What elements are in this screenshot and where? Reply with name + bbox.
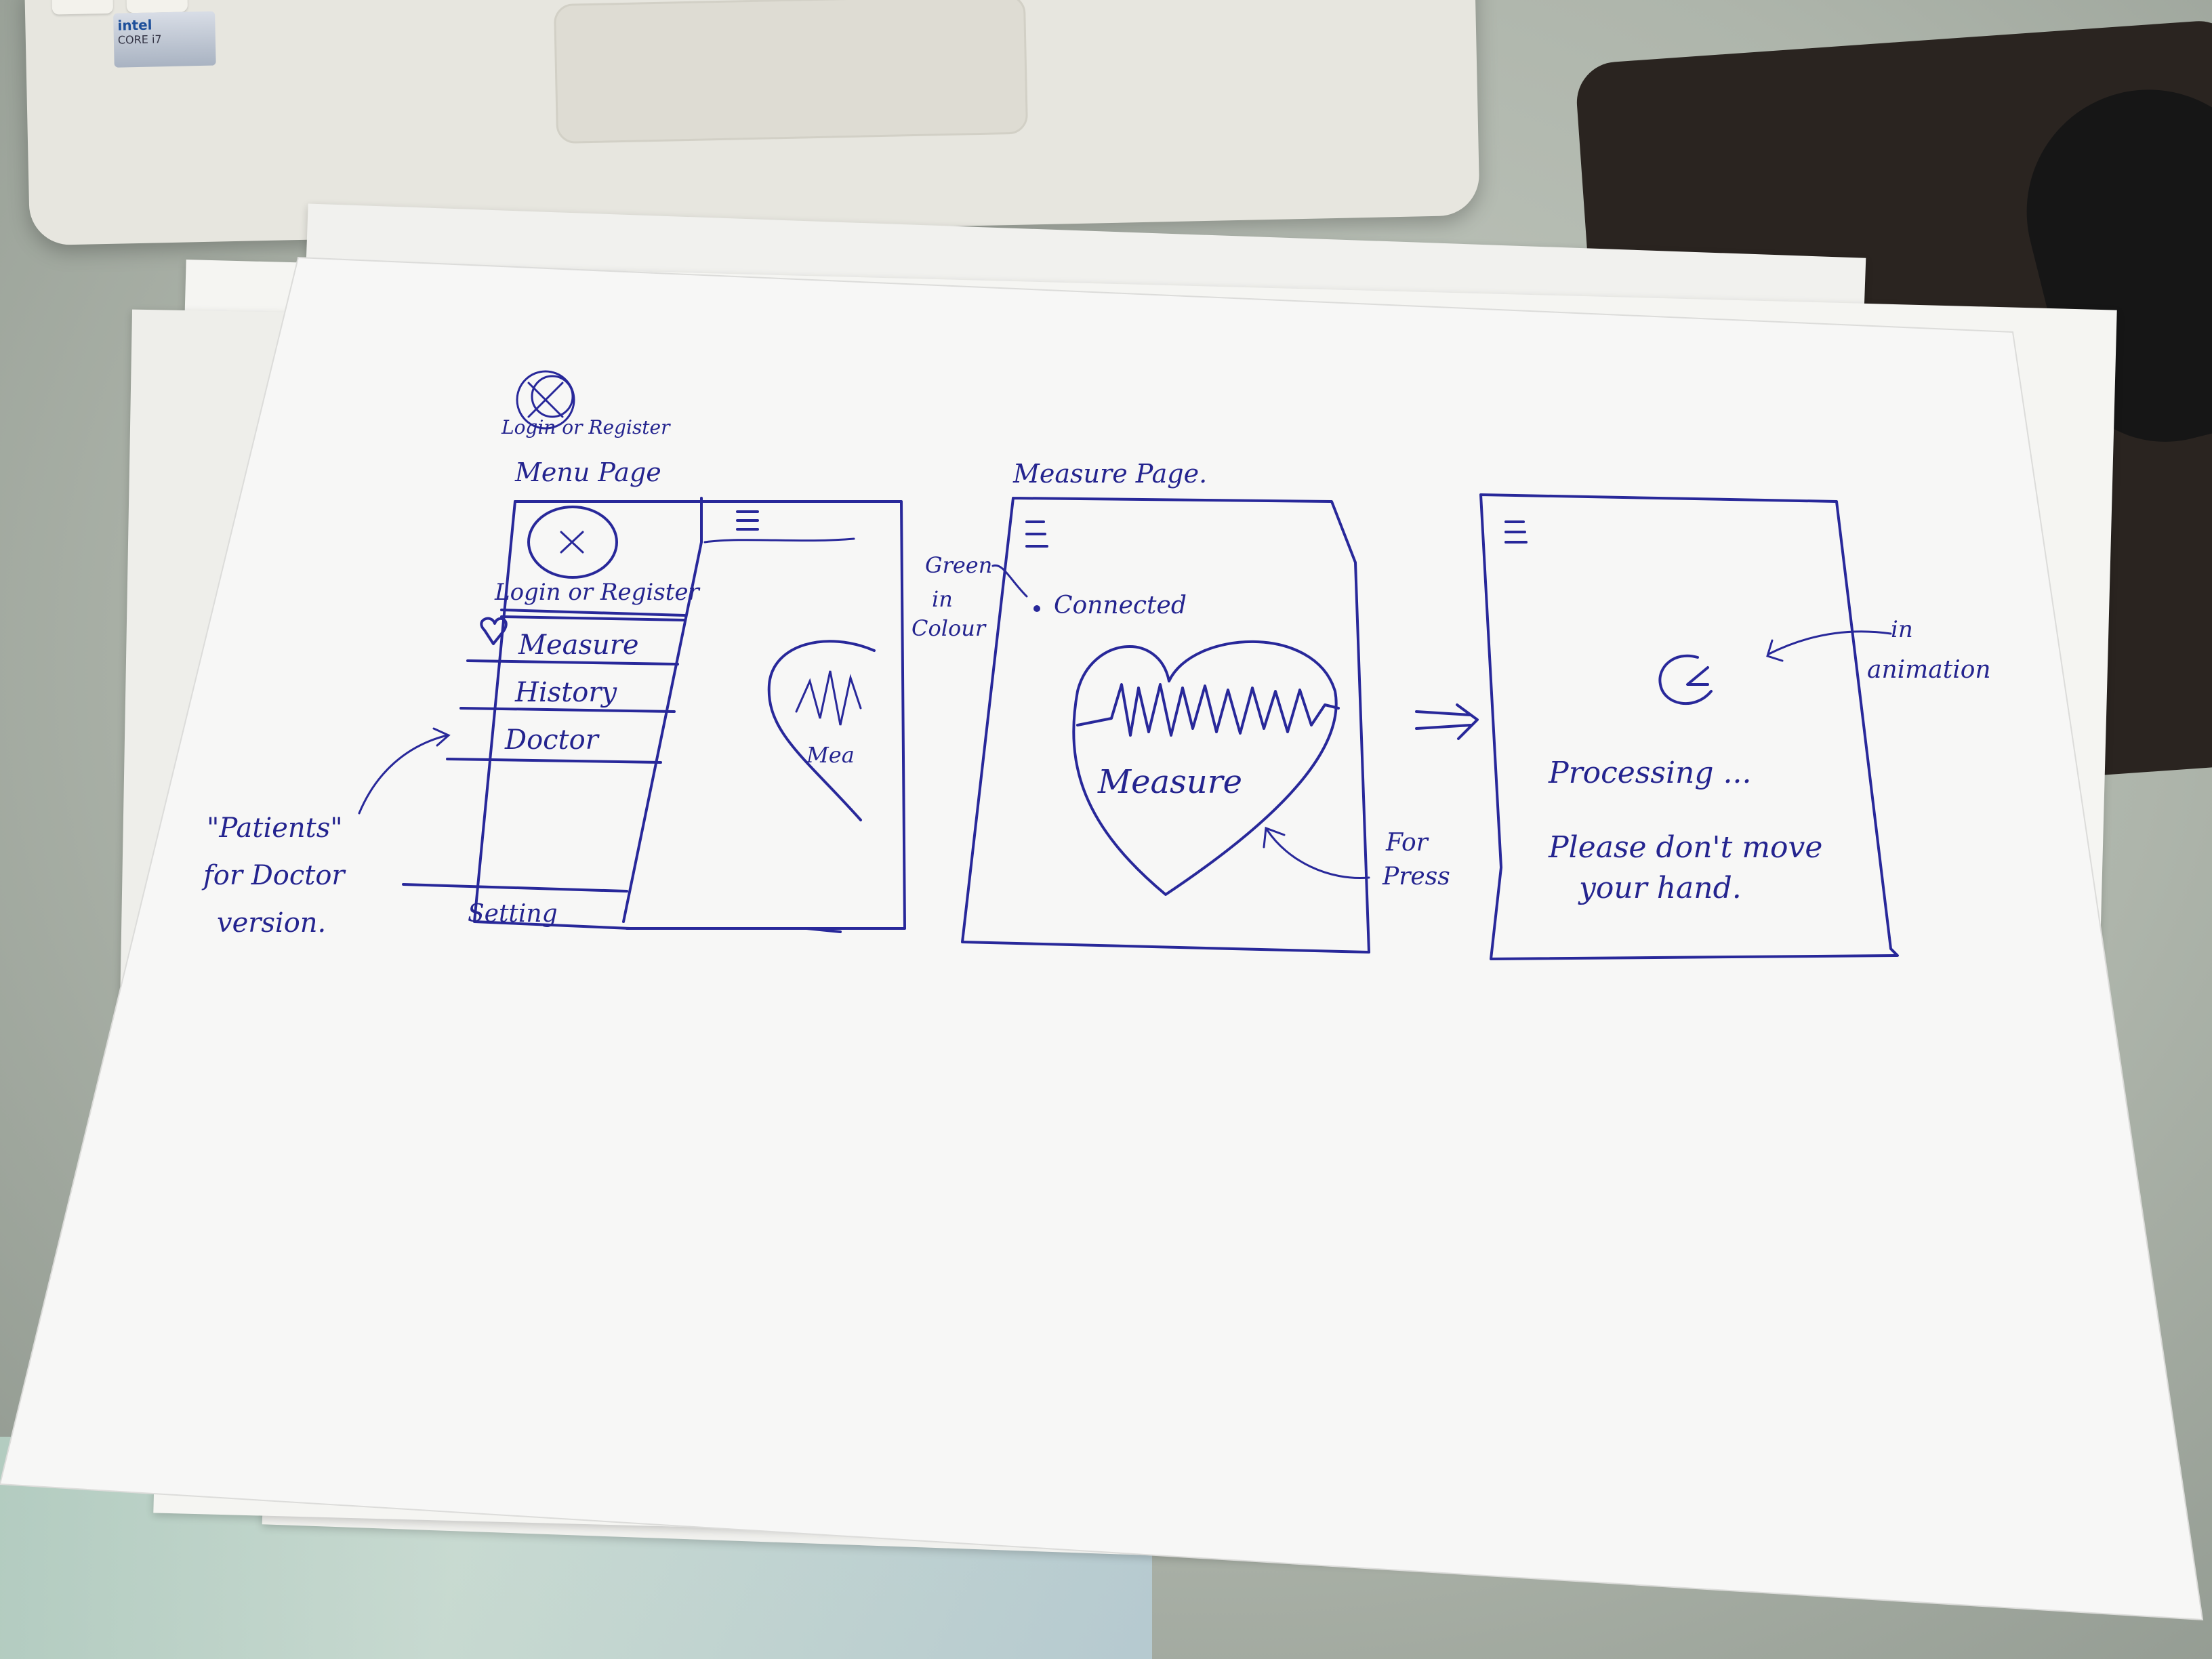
measure-page-sketch: Measure Page. Connected Measure [961,459,1370,954]
press-note-line2: Press [1382,863,1450,890]
measure-page-frame [961,497,1370,954]
preview-heartbeat [795,670,862,726]
annotation-arrow [358,734,449,815]
preview-measure-label: Mea [806,742,855,768]
preview-heart-outline [767,640,876,821]
green-note-line3: Colour [912,615,987,641]
menu-preview-frame [514,500,906,930]
processing-page-sketch: Processing ... Please don't move your ha… [1479,493,1899,960]
heartbeat-wave [1076,683,1340,737]
green-note-line2: in [932,586,953,612]
processing-message-line2: your hand. [1578,871,1742,905]
menu-page-title: Menu Page [514,457,661,487]
processing-status: Processing ... [1548,756,1752,790]
hamburger-icon[interactable] [736,510,759,531]
scribbled-avatar: Login or Register [501,370,671,438]
measure-button-label[interactable]: Measure [1097,763,1242,801]
green-note-line1: Green [925,552,992,578]
patients-note-line2: for Doctor [201,860,346,891]
drawer-edge [622,497,703,923]
press-annotation: For Press [1263,826,1450,890]
press-arrow [1266,829,1370,880]
animation-note-line1: in [1891,616,1913,643]
patients-annotation: "Patients" for Doctor version. [201,727,451,939]
login-avatar-icon [527,506,618,579]
preview-header-line [703,537,855,544]
hamburger-icon[interactable] [1025,520,1048,548]
menu-dividers [446,659,679,764]
measure-page-title: Measure Page. [1012,459,1207,489]
scribbled-label: Login or Register [501,416,671,438]
green-annotation: Green in Colour [912,552,1028,641]
loading-spinner-icon [1658,654,1713,705]
hamburger-icon[interactable] [1504,520,1528,544]
setting-divider [402,883,628,893]
processing-page-frame [1479,493,1899,960]
menu-item-measure[interactable]: Measure [518,630,639,661]
menu-item-history[interactable]: History [514,677,617,708]
login-register-link[interactable]: Login or Register [494,579,701,606]
heart-icon [480,617,508,645]
menu-drawer-frame [473,500,842,933]
measure-heart-button[interactable] [1072,640,1338,896]
menu-item-setting[interactable]: Setting [468,900,558,928]
status-dot [1033,605,1040,612]
green-arrow [991,564,1028,598]
patients-note-line1: "Patients" [207,813,343,844]
patients-note-line3: version. [217,907,326,939]
connection-status: Connected [1054,592,1187,619]
menu-page-sketch: Menu Page Login or Register Login or Reg… [402,370,906,933]
animation-arrow [1767,630,1892,655]
main-paper [0,256,2204,1621]
menu-item-doctor[interactable]: Doctor [504,724,600,756]
animation-note-line2: animation [1867,656,1991,684]
login-underline [500,609,686,621]
transition-arrow [1415,703,1479,740]
press-note-line1: For [1385,829,1429,857]
animation-annotation: in animation [1766,616,1991,684]
processing-message-line1: Please don't move [1548,830,1822,865]
